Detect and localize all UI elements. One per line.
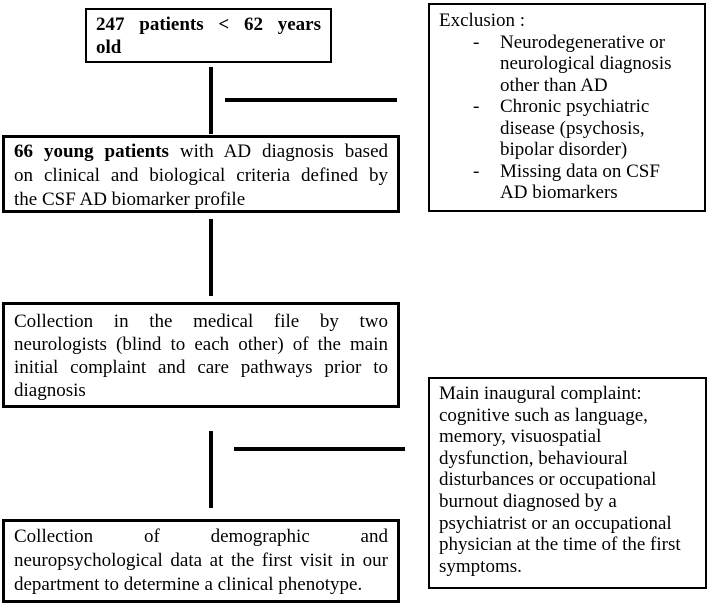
connector-vertical-bottom xyxy=(209,431,213,508)
box-phenotype-line1: Collection of demographic and xyxy=(14,526,388,547)
box-medical-file-collection: Collection in the medical file by two ne… xyxy=(2,302,400,408)
box-main-inaugural-complaint: Main inaugural complaint: cognitive such… xyxy=(428,377,707,589)
box-66-line2: on clinical and biological criteria defi… xyxy=(14,165,388,186)
exclusion-item-text: Neurodegenerative or neurological diagno… xyxy=(500,31,672,96)
box-exclusion-criteria: Exclusion : - Neurodegenerative or neuro… xyxy=(428,3,706,212)
exclusion-item-text: Missing data on CSF AD biomarkers xyxy=(500,160,660,204)
box-66-bold-text: 66 young patients xyxy=(14,141,169,162)
box-66-line3: the CSF AD biomarker profile xyxy=(14,189,246,210)
box-66-line1-rest: with AD diagnosis based xyxy=(168,141,388,162)
box-collection-line1: Collection in the medical file by two xyxy=(14,311,388,332)
box-66-young-patients: 66 young patients with AD diagnosis base… xyxy=(2,135,400,213)
box-247-patients: 247 patients < 62 years old xyxy=(85,8,332,63)
complaint-text: Main inaugural complaint: cognitive such… xyxy=(439,383,681,577)
box-collection-line3: initial complaint and care pathways prio… xyxy=(14,357,388,378)
connector-vertical-top xyxy=(209,67,213,134)
dash-bullet-icon: - xyxy=(473,31,480,53)
connector-vertical-middle xyxy=(209,219,213,296)
box-247-line1: 247 patients < 62 years xyxy=(96,14,321,35)
box-collection-line4: diagnosis xyxy=(14,380,86,401)
box-collection-line2: neurologists (blind to each other) of th… xyxy=(14,334,388,355)
box-247-line2: old xyxy=(96,37,122,58)
exclusion-title: Exclusion : xyxy=(439,10,526,31)
box-phenotype-line3: department to determine a clinical pheno… xyxy=(14,574,363,595)
box-66-line1: 66 young patients with AD diagnosis base… xyxy=(14,140,388,164)
connector-horizontal-to-exclusion xyxy=(225,98,397,102)
exclusion-item: - Chronic psychiatric disease (psychosis… xyxy=(439,96,698,161)
box-clinical-phenotype: Collection of demographic and neuropsych… xyxy=(2,519,400,603)
dash-bullet-icon: - xyxy=(473,96,480,117)
exclusion-item: - Missing data on CSF AD biomarkers xyxy=(439,161,698,204)
exclusion-item-text: Chronic psychiatric disease (psychosis, … xyxy=(500,96,650,160)
connector-horizontal-to-complaint xyxy=(234,447,405,451)
dash-bullet-icon: - xyxy=(473,160,480,182)
exclusion-item: - Neurodegenerative or neurological diag… xyxy=(439,32,698,97)
box-phenotype-line2: neuropsychological data at the first vis… xyxy=(14,550,388,571)
